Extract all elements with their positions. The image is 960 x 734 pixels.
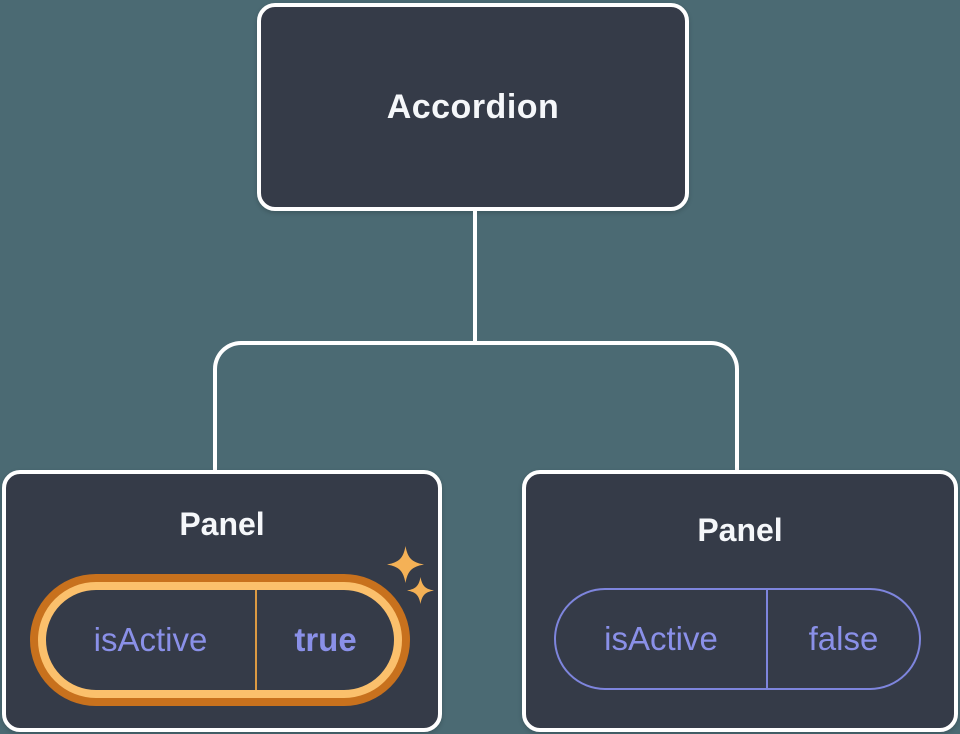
- prop-name-inactive: isActive: [556, 590, 768, 688]
- node-accordion-label: Accordion: [386, 87, 560, 126]
- node-accordion: Accordion: [257, 3, 689, 211]
- connector-bracket: [213, 341, 739, 470]
- prop-value-inactive: false: [808, 620, 879, 657]
- node-panel-inactive: Panel isActive false: [522, 470, 958, 732]
- node-panel-inactive-label: Panel: [697, 512, 783, 548]
- prop-value-active: true: [294, 621, 357, 658]
- node-panel-active: Panel isActive true: [2, 470, 442, 732]
- prop-name-active: isActive: [46, 590, 257, 690]
- prop-pill-active-inner: isActive true: [38, 582, 402, 698]
- sparkle-large-icon: [387, 546, 424, 583]
- node-panel-active-label: Panel: [179, 506, 265, 542]
- prop-pill-inactive: isActive false: [554, 588, 921, 690]
- sparkle-small-icon: [407, 577, 434, 604]
- prop-pill-active: isActive true: [30, 574, 410, 706]
- connector-stem: [473, 209, 477, 345]
